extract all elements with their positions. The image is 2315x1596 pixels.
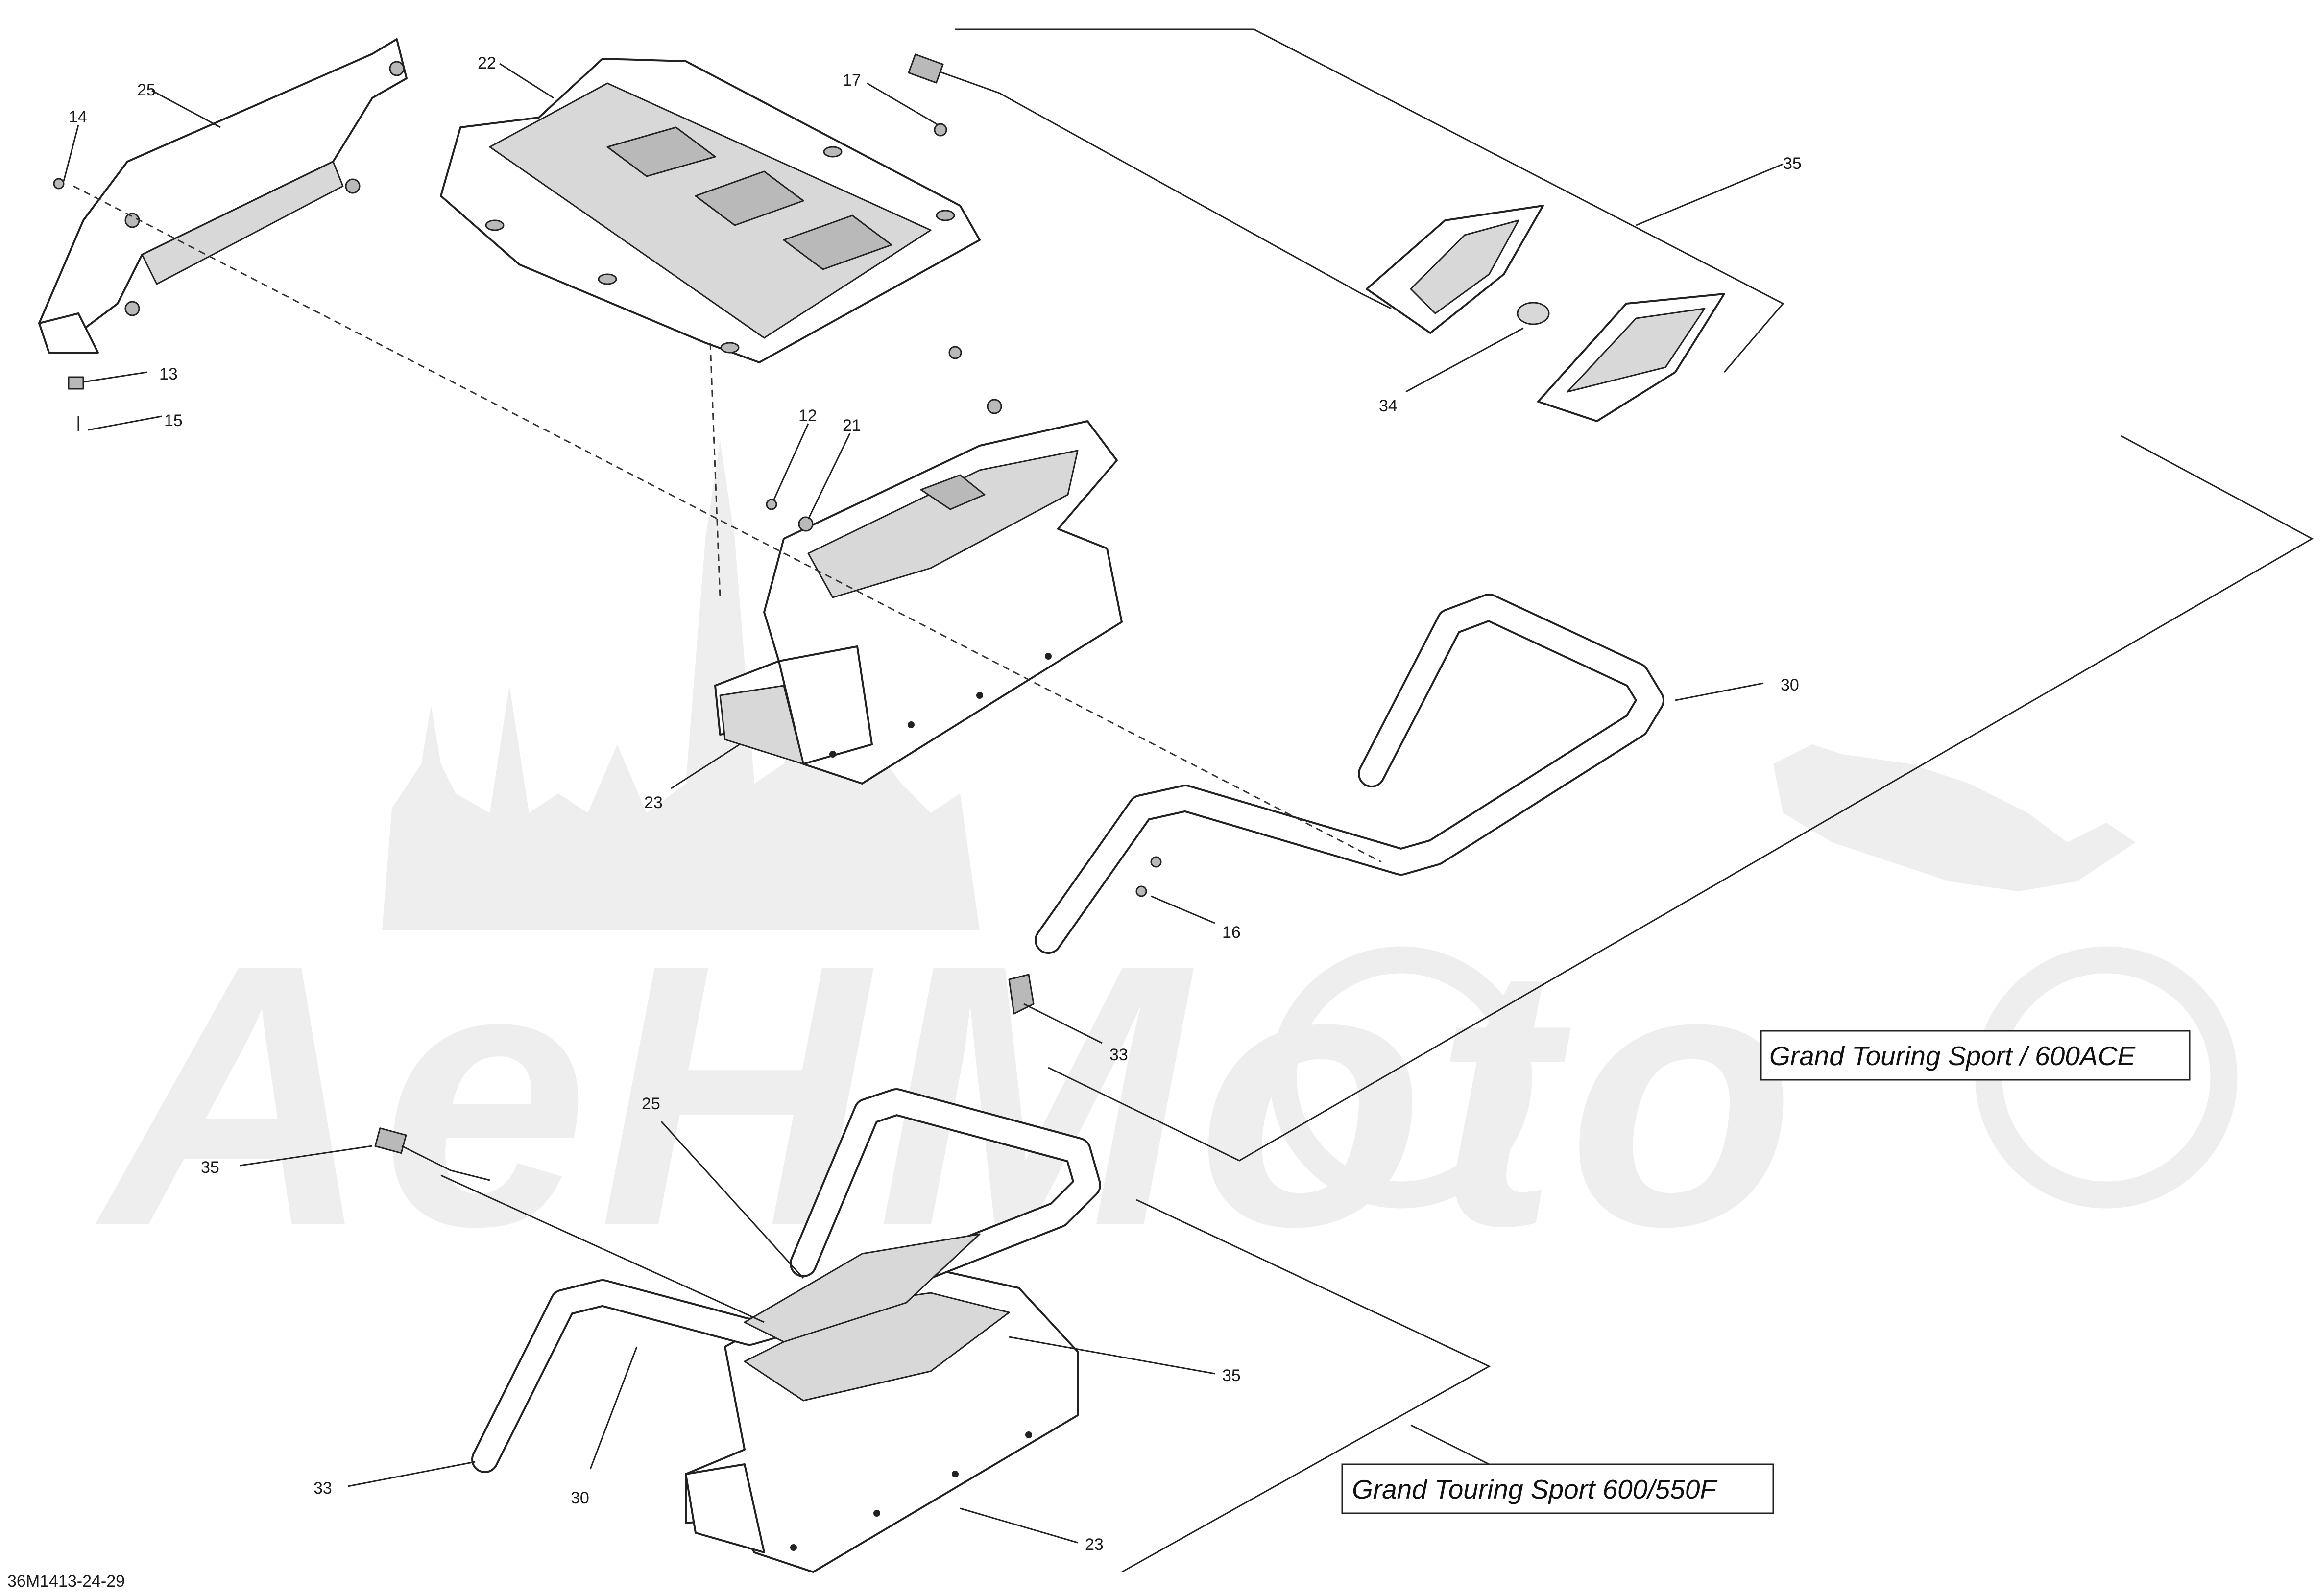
callout-35-bottom: 35 <box>1222 1366 1241 1385</box>
callout-33-top: 33 <box>1109 1046 1128 1064</box>
callout-25-top: 25 <box>137 81 156 99</box>
callout-12: 12 <box>798 406 817 425</box>
part-25-top <box>38 38 408 354</box>
callout-33-bottom: 33 <box>313 1479 332 1498</box>
callout-17: 17 <box>843 71 861 90</box>
part-35-harness-top <box>908 53 1725 422</box>
callout-16: 16 <box>1222 923 1241 942</box>
part-30-bar-top <box>1035 594 1664 954</box>
variant-label-bottom: Grand Touring Sport 600/550F <box>1341 1463 1774 1514</box>
watermark: AeHMoto <box>91 441 2238 1304</box>
variant-label-top-text: Grand Touring Sport / 600ACE <box>1769 1041 2136 1071</box>
callout-numbers: 25 22 17 14 35 13 15 12 21 34 30 23 16 3… <box>69 54 1802 1554</box>
callout-35-top: 35 <box>1783 154 1802 173</box>
hardware-top <box>53 123 1162 1015</box>
part-23-top <box>714 420 1123 785</box>
callout-34: 34 <box>1379 397 1398 415</box>
callout-23-top: 23 <box>644 793 663 812</box>
callout-15: 15 <box>164 411 183 430</box>
callout-14: 14 <box>69 108 87 126</box>
leader-lines <box>63 63 1784 1544</box>
callout-22: 22 <box>478 54 496 72</box>
variant-label-top: Grand Touring Sport / 600ACE <box>1760 1030 2191 1081</box>
alignment-lines <box>73 185 1382 863</box>
part-22 <box>440 58 981 363</box>
callout-25-bottom: 25 <box>642 1095 660 1113</box>
watermark-lettering: AeHMoto <box>91 888 1805 1304</box>
callout-21: 21 <box>843 416 861 435</box>
callout-13: 13 <box>159 365 178 383</box>
callout-30-top: 30 <box>1781 676 1799 694</box>
part-35-harness-bottom <box>374 1127 765 1323</box>
callout-30-bottom: 30 <box>571 1489 589 1507</box>
callout-23-bottom: 23 <box>1085 1535 1104 1554</box>
variant-label-bottom-text: Grand Touring Sport 600/550F <box>1352 1474 1718 1504</box>
part-30-bar-bottom <box>471 1088 1101 1473</box>
variant-region-bottom <box>1121 1199 1491 1573</box>
callout-35-left: 35 <box>201 1158 219 1177</box>
variant-region-top <box>955 28 2314 1162</box>
drawing-number: 36M1413-24-29 <box>7 1572 125 1591</box>
part-23-bottom <box>685 1267 1079 1573</box>
